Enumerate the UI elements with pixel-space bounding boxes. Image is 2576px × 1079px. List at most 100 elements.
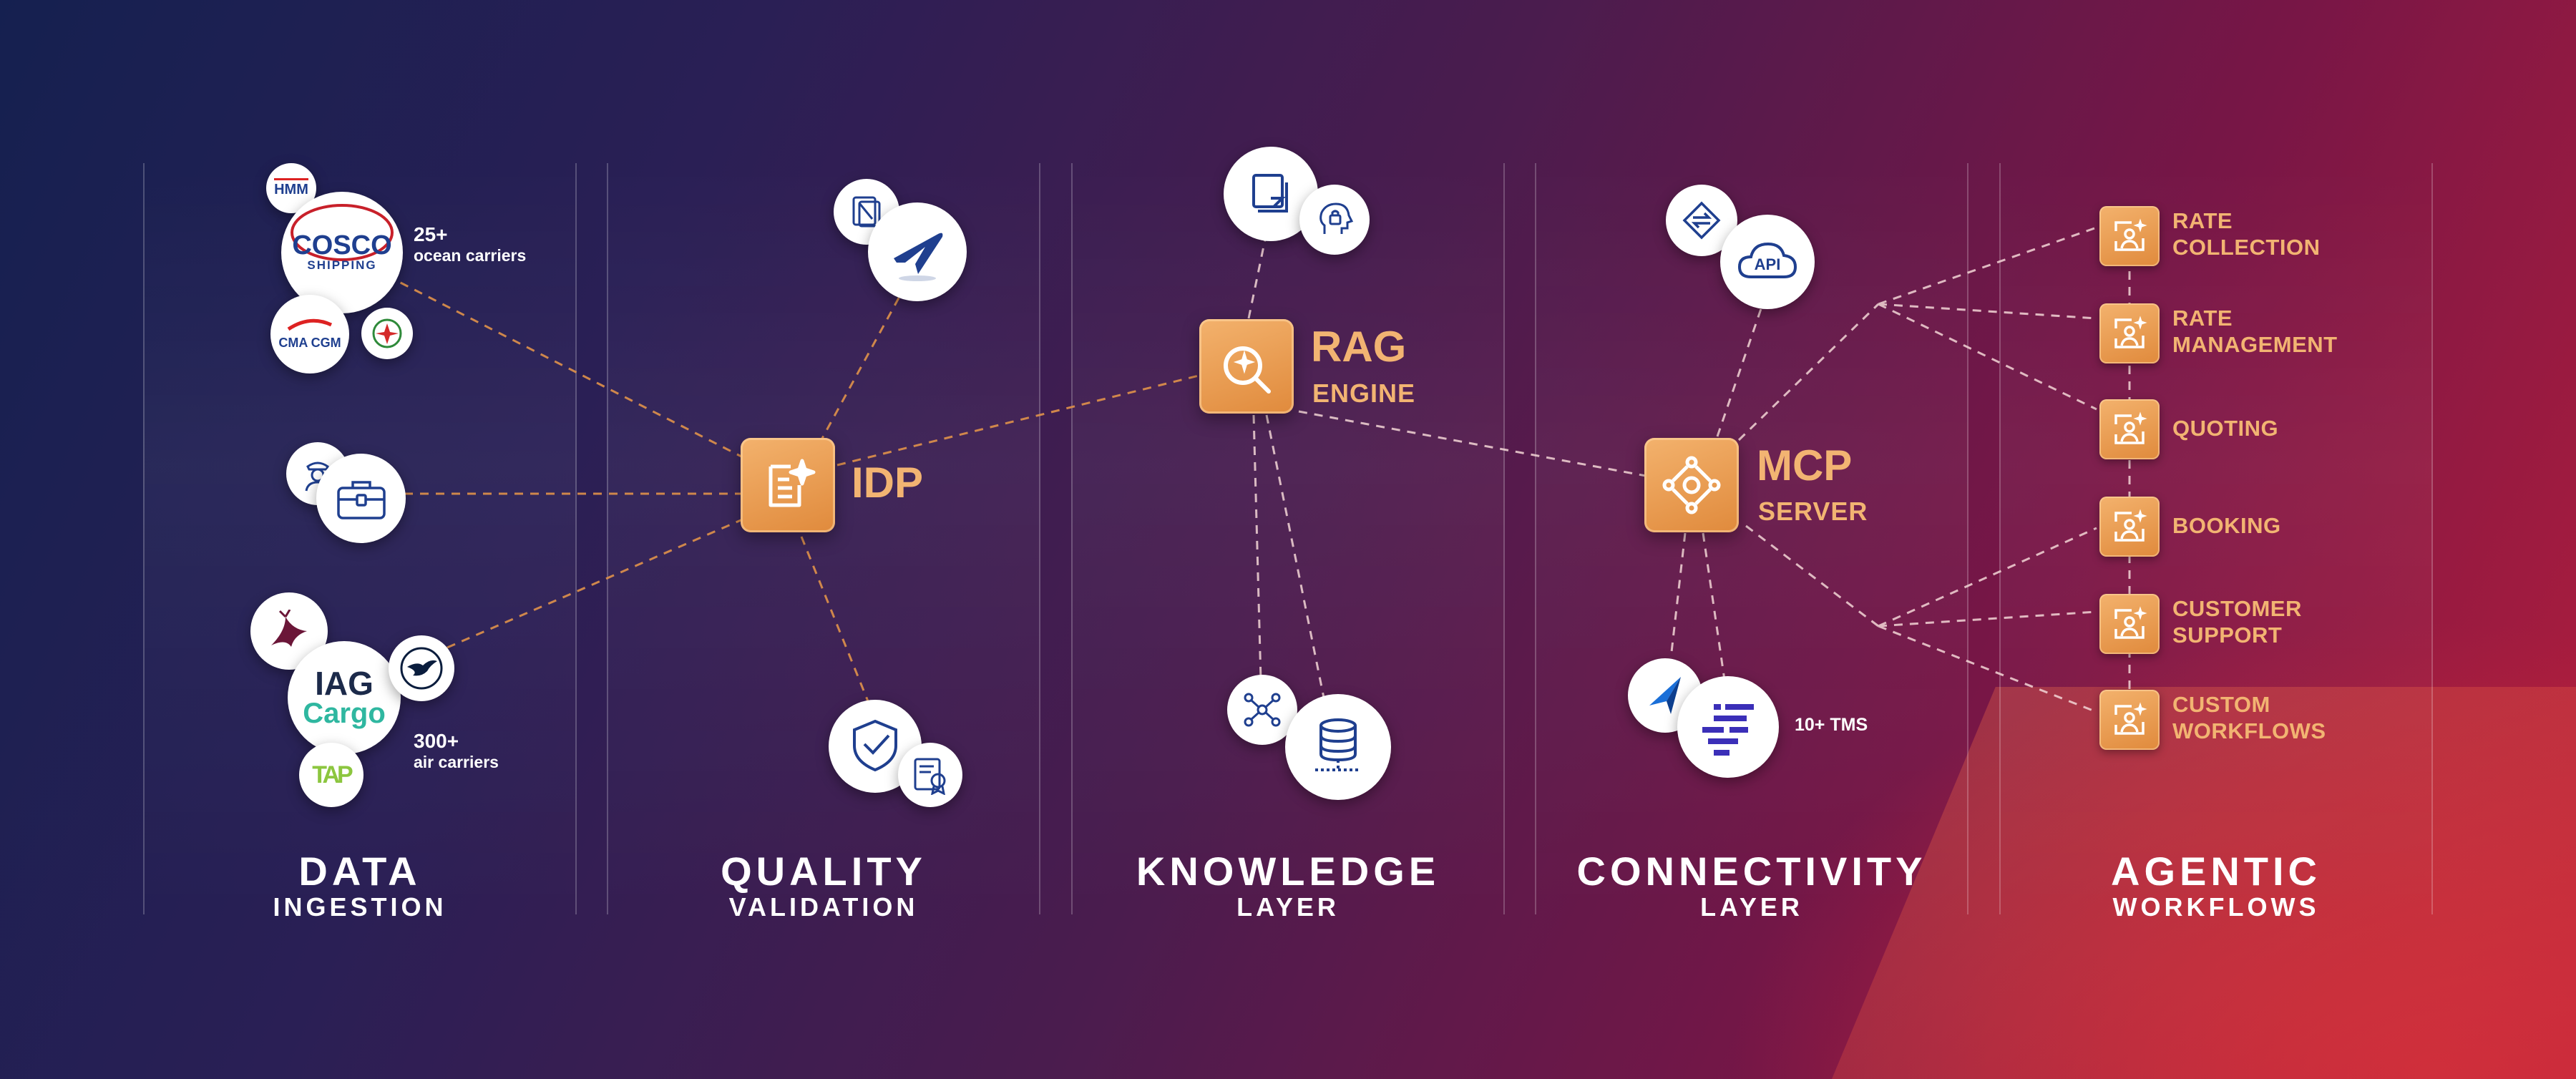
wire-mcp-tms (1702, 532, 1726, 680)
wire-air-idp-upper (818, 285, 907, 444)
wire-ocean-idp (386, 274, 745, 459)
airplane-icon (894, 233, 943, 281)
column-label-quality-validation: QUALITY VALIDATION (607, 850, 1040, 922)
wire-mcp-api (1716, 300, 1765, 437)
wire-air-idp (447, 517, 745, 649)
column-label-data-ingestion: DATA INGESTION (143, 850, 577, 922)
wire-fan-wf3 (1878, 303, 2097, 411)
idp-hub (741, 438, 835, 532)
wire-rag-network (1252, 414, 1262, 680)
column-label-knowledge-layer: KNOWLEDGE LAYER (1071, 850, 1505, 922)
column-subtitle: VALIDATION (728, 892, 919, 922)
shield-check-icon (853, 719, 897, 772)
workflow-label-booking: BOOKING (2172, 513, 2281, 538)
column-knowledge-layer (1071, 163, 1505, 914)
oryx-icon (271, 610, 307, 647)
wire-rag-docs (1247, 232, 1268, 319)
tap-logo: TAP (299, 743, 364, 807)
rag-engine-hub (1199, 319, 1294, 414)
cosco-logo-text: COSCO (292, 230, 392, 260)
tms-icon-circle (1677, 676, 1779, 778)
emblem-icon (372, 318, 402, 348)
customs-briefcase-icon-circle (316, 454, 406, 543)
rag-hub-subtitle: ENGINE (1312, 379, 1416, 408)
column-label-connectivity-layer: CONNECTIVITY LAYER (1535, 850, 1968, 922)
wire-rag-mcp (1298, 410, 1646, 477)
column-title: AGENTIC (2111, 849, 2321, 894)
agent-sparkle-icon (2114, 509, 2147, 542)
column-label-agentic-workflows: AGENTIC WORKFLOWS (1999, 850, 2433, 922)
cargo-logo-text: Cargo (303, 698, 386, 729)
wire-mcp-top-fan (1737, 303, 1880, 441)
workflow-icon-rate-management (2099, 303, 2160, 363)
connection-hub-icon (1662, 456, 1721, 514)
stacked-documents-icon (1252, 174, 1288, 213)
workflow-label-custom-workflows: CUSTOM WORKFLOWS (2172, 692, 2326, 743)
hmm-logo-text: HMM (274, 178, 308, 198)
workflow-label-quoting: QUOTING (2172, 416, 2279, 441)
cloud-api-icon (1737, 242, 1797, 278)
air-carriers-count: 300+ (414, 730, 459, 752)
cosco-ring-icon (290, 204, 394, 261)
secure-knowledge-icon-circle (1299, 185, 1370, 255)
agent-sparkle-icon (2114, 316, 2147, 348)
column-quality-validation (607, 163, 1040, 914)
column-title: DATA (298, 849, 421, 894)
mcp-server-hub (1644, 438, 1739, 532)
rag-hub-title: RAG (1311, 323, 1407, 371)
column-title: KNOWLEDGE (1136, 849, 1440, 894)
certificate-icon (914, 758, 946, 795)
wire-idp-validation (800, 536, 871, 706)
ocean-carriers-stat: 25+ ocean carriers (414, 223, 526, 265)
cma-cgm-logo-text: CMA CGM (278, 336, 341, 350)
ocean-carriers-label: ocean carriers (414, 246, 527, 265)
api-icon-circle: API (1720, 215, 1815, 309)
agent-sparkle-icon (2114, 702, 2147, 735)
column-subtitle: LAYER (1236, 892, 1340, 922)
air-carriers-label: air carriers (414, 753, 499, 771)
cosco-shipping-logo: COSCO SHIPPING (281, 192, 403, 313)
wire-fan-wf2 (1878, 303, 2097, 320)
agent-sparkle-icon (2114, 606, 2147, 639)
workflow-icon-custom-workflows (2099, 690, 2160, 750)
wire-mcp-arrow (1669, 532, 1687, 659)
workflow-icon-customer-support (2099, 594, 2160, 654)
tap-logo-text: TAP (312, 761, 353, 788)
agent-sparkle-icon (2114, 218, 2147, 251)
agent-sparkle-icon (2114, 411, 2147, 444)
wire-rag-db (1265, 414, 1325, 698)
cma-swoosh-icon (287, 318, 333, 331)
workflow-label-rate-management: RATE MANAGEMENT (2172, 306, 2338, 357)
database-icon (1315, 718, 1361, 771)
column-subtitle: WORKFLOWS (2112, 892, 2320, 922)
wire-idp-rag (836, 374, 1199, 467)
network-nodes-icon (1244, 693, 1281, 727)
lufthansa-logo (389, 635, 454, 701)
document-scan-icon (852, 196, 881, 228)
mcp-hub-title: MCP (1757, 441, 1853, 489)
ocean-carriers-count: 25+ (414, 223, 448, 245)
wire-mcp-bottom-fan (1745, 524, 1879, 628)
tms-label: 10+ TMS (1795, 715, 1868, 735)
wire-fan-wf6 (1878, 625, 2097, 713)
briefcase-icon (336, 480, 386, 519)
document-sparkle-icon (769, 459, 816, 507)
iag-logo-text: IAG (315, 665, 374, 702)
iag-cargo-logo: IAG Cargo (288, 641, 401, 754)
tms-bars-icon (1702, 704, 1754, 756)
cosco-shipping-text: SHIPPING (307, 258, 377, 272)
search-sparkle-icon (1224, 346, 1271, 394)
column-title: QUALITY (721, 849, 927, 894)
certificate-icon-circle (898, 743, 962, 807)
column-title: CONNECTIVITY (1576, 849, 1927, 894)
column-subtitle: LAYER (1700, 892, 1803, 922)
carrier-emblem-logo (361, 308, 413, 359)
hmm-logo: HMM (266, 163, 316, 213)
database-icon-circle (1285, 694, 1391, 800)
air-carriers-stat: 300+ air carriers (414, 730, 499, 771)
wire-fan-wf5 (1878, 610, 2097, 628)
idp-hub-title: IDP (852, 459, 924, 507)
wire-fan-wf1 (1878, 226, 2097, 306)
network-icon-circle (1227, 675, 1297, 745)
